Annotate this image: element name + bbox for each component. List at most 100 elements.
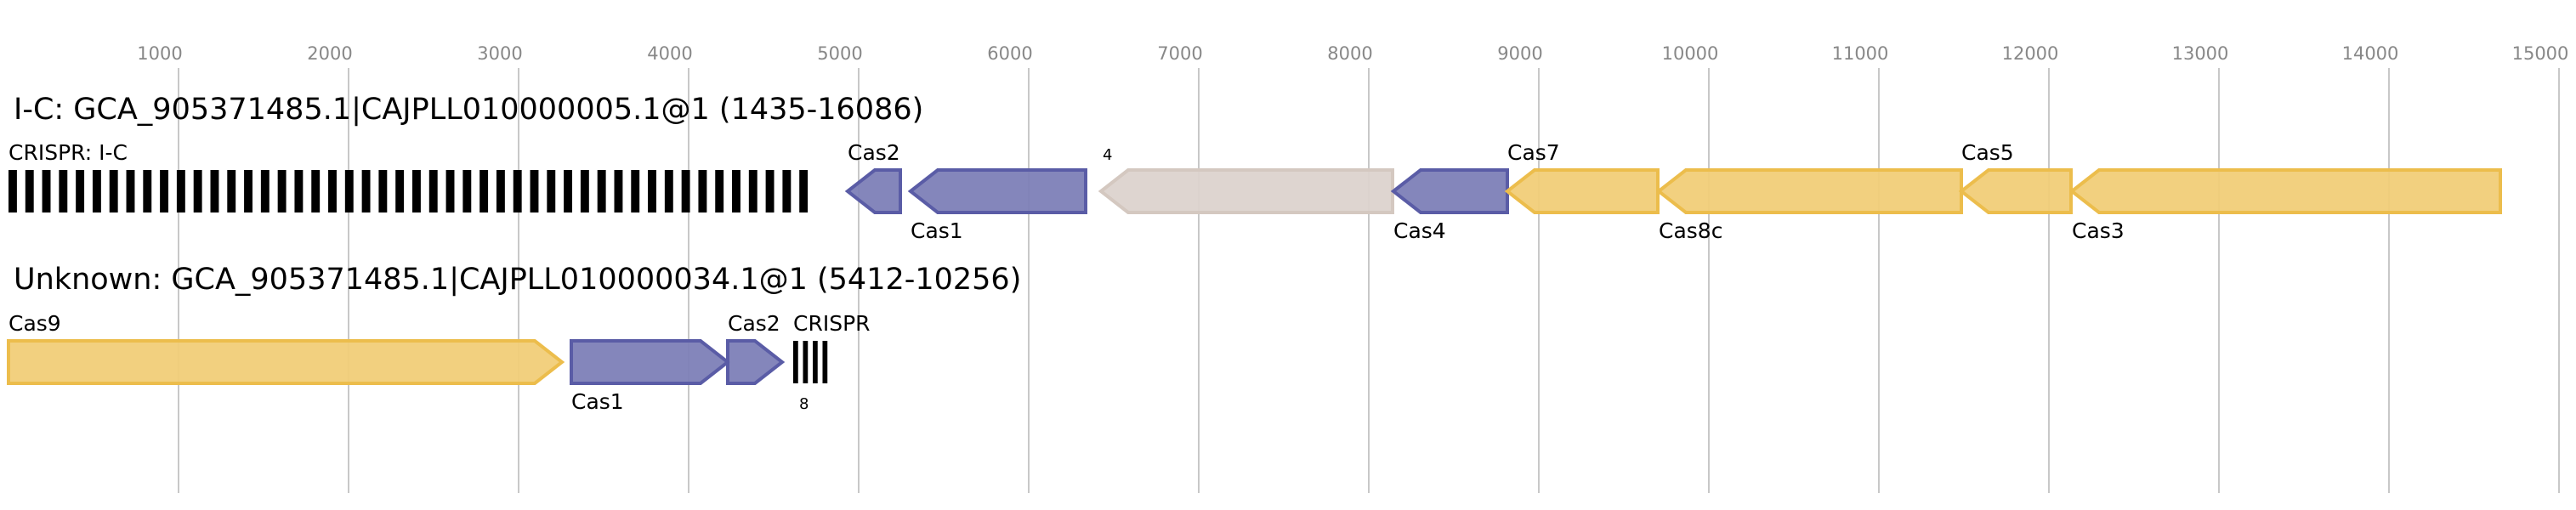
crispr-repeat	[445, 170, 455, 212]
gene-arrow	[1504, 168, 1660, 214]
tick-label: 4000	[647, 43, 692, 64]
tick-label: 8000	[1327, 43, 1372, 64]
crispr-repeat	[496, 170, 505, 212]
crispr-repeat	[42, 170, 51, 212]
tick-label: 2000	[307, 43, 352, 64]
gene-cas2: Cas2	[844, 140, 902, 214]
axis-grid: 1000 2000 3000 4000 5000 6000 7000 8000 9000 1000…	[137, 43, 2568, 493]
crispr-repeat	[25, 170, 34, 212]
crispr-repeat	[748, 170, 757, 212]
locus-title: Unknown: GCA_905371485.1|CAJPLL010000034…	[14, 263, 1021, 297]
gene-arrow	[844, 168, 902, 214]
crispr-repeat	[126, 170, 135, 212]
crispr-repeat	[9, 170, 17, 212]
crispr-repeat	[715, 170, 724, 212]
crispr-repeat	[479, 170, 489, 212]
gene-cas5: Cas5	[1958, 140, 2073, 214]
gene-label: Cas4	[1393, 218, 1446, 243]
gene-label: CRISPR: I-C	[9, 140, 128, 165]
locus-tracks: I-C: GCA_905371485.1|CAJPLL010000005.1@1…	[7, 93, 2502, 414]
crispr-repeat	[244, 170, 252, 212]
tick-label: 11000	[1832, 43, 1889, 64]
crispr-repeat	[813, 341, 818, 383]
gene-arrow	[2068, 168, 2502, 214]
crispr-repeat	[412, 170, 421, 212]
crispr-repeat	[378, 170, 388, 212]
crispr-repeat	[564, 170, 573, 212]
gene-label: Cas8c	[1659, 218, 1722, 243]
crispr-repeat	[732, 170, 740, 212]
tick-label: 7000	[1157, 43, 1202, 64]
crispr-repeat	[648, 170, 656, 212]
crispr-repeat	[193, 170, 202, 212]
gene-4: 4	[1098, 146, 1394, 214]
crispr-repeat	[631, 170, 640, 212]
crispr-count-label: 8	[799, 395, 809, 413]
locus-1: I-C: GCA_905371485.1|CAJPLL010000005.1@1…	[9, 93, 2502, 243]
crispr-repeat	[597, 170, 606, 212]
tick-label: 12000	[2002, 43, 2059, 64]
crispr-repeat	[580, 170, 589, 212]
crispr-repeat	[311, 170, 321, 212]
crispr-repeat	[614, 170, 623, 212]
crispr-repeat	[277, 170, 287, 212]
crispr-repeat	[793, 341, 798, 383]
crispr-repeat	[76, 170, 85, 212]
crispr-repeat	[765, 170, 775, 212]
crispr-repeat	[210, 170, 219, 212]
gene-label: 4	[1103, 146, 1112, 164]
crispr-repeat	[799, 170, 809, 212]
gene-cas4: Cas4	[1390, 168, 1509, 243]
gene-label: Cas9	[9, 311, 61, 336]
gene-cas2: Cas2	[726, 311, 786, 385]
gene-arrow	[1390, 168, 1509, 214]
tick-label: 14000	[2342, 43, 2399, 64]
crispr-repeat	[328, 170, 337, 212]
gene-arrow	[726, 339, 786, 385]
crispr-repeat	[664, 170, 673, 212]
gene-label: CRISPR	[793, 311, 871, 336]
tick-label: 6000	[987, 43, 1032, 64]
crispr-array: CRISPR: I-C	[9, 140, 809, 212]
crispr-repeat	[681, 170, 690, 212]
gene-arrow	[570, 339, 731, 385]
crispr-repeat	[462, 170, 472, 212]
gene-label: Cas5	[1961, 140, 2014, 165]
gene-arrow	[7, 339, 565, 385]
tick-label: 10000	[1662, 43, 1719, 64]
gene-label: Cas1	[911, 218, 963, 243]
crispr-repeat	[547, 170, 556, 212]
crispr-repeat	[160, 170, 169, 212]
crispr-repeat	[428, 170, 438, 212]
gene-cas1: Cas1	[570, 339, 731, 414]
gene-label: Cas3	[2072, 218, 2125, 243]
crispr-repeat	[294, 170, 304, 212]
crispr-repeat	[109, 170, 118, 212]
gene-cas3: Cas3	[2068, 168, 2502, 243]
tick-label: 1000	[137, 43, 182, 64]
gene-arrow	[1958, 168, 2073, 214]
gene-cas8c: Cas8c	[1655, 168, 1963, 243]
crispr-array: 8 CRISPR	[793, 311, 871, 413]
gene-cas1: Cas1	[907, 168, 1087, 243]
crispr-repeat	[92, 170, 101, 212]
crispr-repeat	[395, 170, 405, 212]
crispr-repeat	[344, 170, 354, 212]
tick-label: 5000	[817, 43, 862, 64]
gene-cas7: Cas7	[1504, 140, 1660, 214]
tick-label: 9000	[1497, 43, 1542, 64]
gene-arrow	[1655, 168, 1963, 214]
gene-label: Cas2	[728, 311, 780, 336]
gene-cas9: Cas9	[7, 311, 565, 385]
gene-arrow	[907, 168, 1087, 214]
gene-label: Cas2	[848, 140, 900, 165]
locus-2: Unknown: GCA_905371485.1|CAJPLL010000034…	[7, 263, 1021, 414]
gene-label: Cas1	[571, 389, 624, 414]
tick-label: 3000	[477, 43, 522, 64]
crispr-repeat	[698, 170, 707, 212]
tick-label: 13000	[2172, 43, 2229, 64]
crispr-repeat	[530, 170, 539, 212]
gene-label: Cas7	[1507, 140, 1560, 165]
crispr-repeat	[176, 170, 185, 212]
